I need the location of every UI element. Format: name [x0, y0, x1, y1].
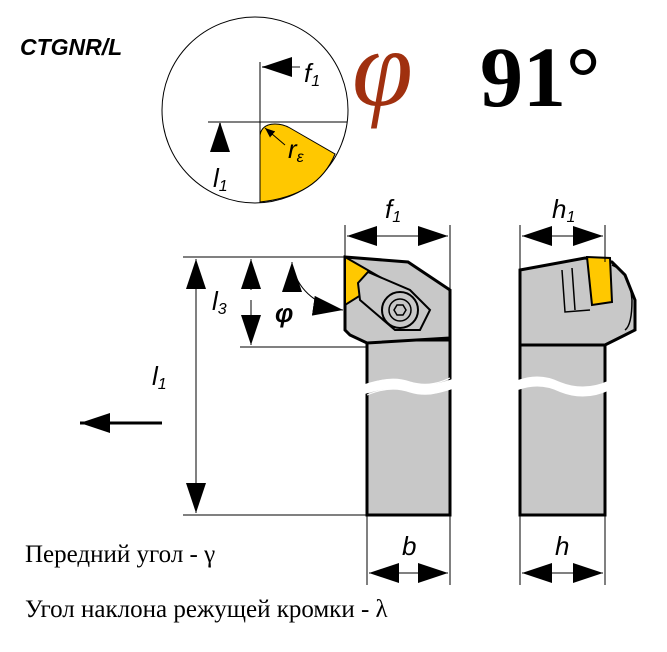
svg-text:f1: f1: [385, 194, 401, 226]
f1-dim-label: f: [385, 194, 395, 224]
angle-value: 91°: [480, 29, 600, 125]
h1-dim-label: h: [552, 194, 566, 224]
tool-code: CTGNR/L: [20, 34, 122, 60]
svg-text:f1: f1: [304, 58, 320, 90]
h-dim-label: h: [555, 531, 569, 561]
front-view: [343, 255, 455, 517]
r-epsilon-label: r: [288, 134, 298, 164]
svg-text:l1: l1: [213, 163, 228, 195]
side-view: [518, 255, 637, 517]
svg-text:l3: l3: [212, 286, 227, 318]
l3-dim-label: l: [212, 286, 219, 316]
b-dim-label: b: [402, 531, 416, 561]
f1-label: f: [304, 58, 314, 88]
phi-symbol: φ: [352, 7, 413, 129]
l1-dim-label: l: [152, 361, 159, 391]
inclination-angle-note: Угол наклона режущей кромки - λ: [25, 596, 388, 623]
rake-angle-note: Передний угол - γ: [25, 541, 215, 568]
dimension-lines: [80, 225, 606, 585]
svg-text:h1: h1: [552, 194, 575, 226]
svg-text:l1: l1: [152, 361, 167, 393]
nose-detail: f1 l1 rε: [161, 16, 349, 204]
phi-dim-label: φ: [275, 298, 293, 328]
l1-label: l: [213, 163, 220, 193]
svg-text:rε: rε: [288, 134, 305, 166]
